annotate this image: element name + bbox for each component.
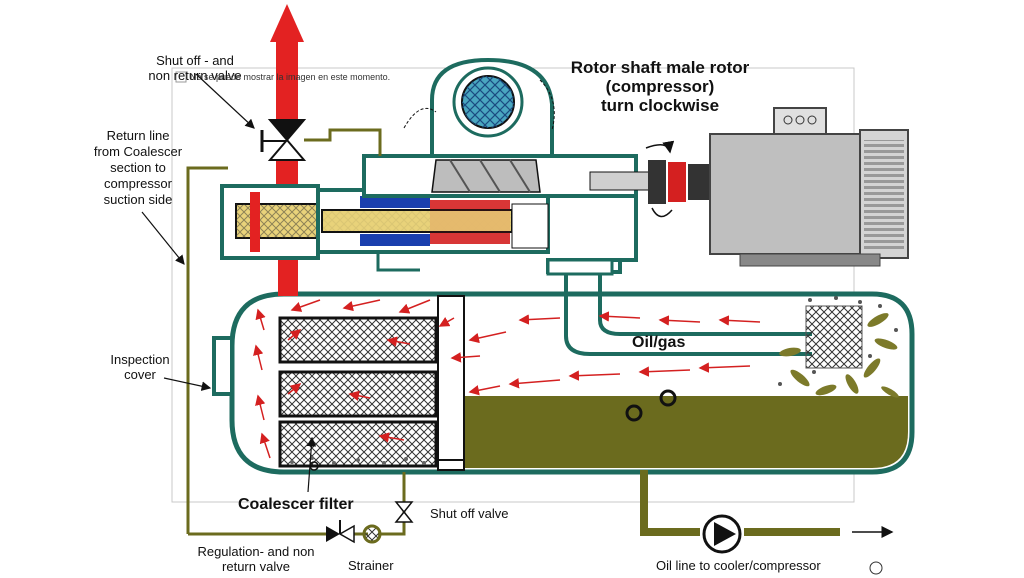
label-coalescer-filter: Coalescer filter xyxy=(238,496,354,513)
flow-arrows xyxy=(253,299,761,459)
label-regulation-valve: Regulation- and non return valve xyxy=(197,544,315,574)
screw-compressor-body xyxy=(362,57,638,276)
shutoff-valve-symbol xyxy=(394,501,414,523)
strainer-symbol xyxy=(362,524,382,544)
shutoff-nonreturn-valve-symbol xyxy=(260,119,307,161)
label-oil-line: Oil line to cooler/compressor xyxy=(656,558,821,573)
label-return-line: Return line from Coalescer section to co… xyxy=(93,128,183,207)
discharge-pipe xyxy=(270,4,304,296)
separator-inlet-diffuser xyxy=(564,272,899,398)
regulation-valve-symbol xyxy=(326,520,355,544)
sight-glasses xyxy=(625,389,677,422)
oil-line-pump xyxy=(640,470,894,575)
shaft-coupling xyxy=(589,140,712,218)
label-shut-off-valve: Shut off valve xyxy=(430,506,509,521)
label-inspection-cover: Inspection cover xyxy=(110,352,170,382)
label-rotor-shaft: Rotor shaft male rotor (compressor) turn… xyxy=(570,58,750,115)
coalescer-filter-elements xyxy=(278,316,438,471)
label-strainer: Strainer xyxy=(348,558,394,573)
label-oil-gas: Oil/gas xyxy=(632,334,686,351)
compressor-slide-valve-assembly xyxy=(220,184,550,260)
inspection-cover xyxy=(212,336,234,396)
electric-motor xyxy=(709,107,909,267)
leader-lines xyxy=(141,73,317,493)
label-shutoff-nonreturn-valve: Shut off - and non return valve xyxy=(148,53,242,83)
image-placeholder-text: No se puede mostrar la imagen en este mo… xyxy=(190,72,391,82)
